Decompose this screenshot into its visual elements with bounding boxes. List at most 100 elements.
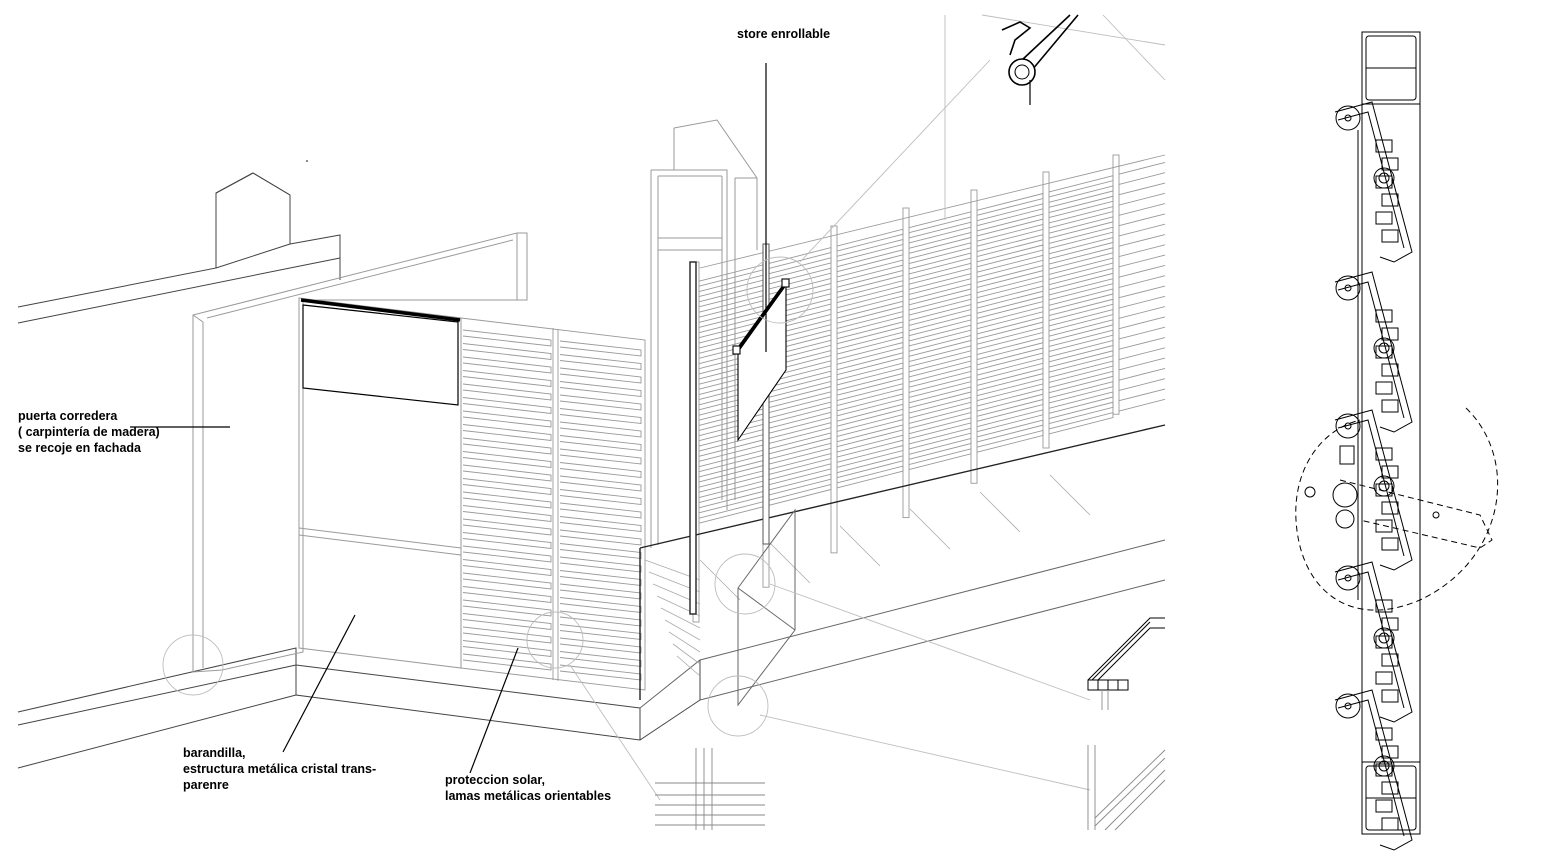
mechanism-pivot: [1432, 511, 1440, 519]
louvre-slat: [976, 295, 1044, 319]
louvre-slat: [1118, 378, 1166, 391]
louvre-slat: [462, 559, 552, 577]
louvre-slat: [1048, 381, 1114, 404]
louvre-slat: [768, 483, 832, 506]
louvre-slat: [908, 386, 972, 409]
mechanism-blade: [1334, 561, 1413, 723]
louvre-slat: [559, 664, 642, 681]
louvre-slat: [836, 331, 904, 355]
louvre-slat: [462, 505, 552, 523]
louvre-slat: [1118, 295, 1166, 309]
label-line: estructura metálica cristal trans-: [183, 762, 377, 776]
louvre-slat: [559, 475, 642, 492]
louvre-slat: [836, 393, 904, 417]
leader-lines: [130, 63, 767, 774]
louvre-slat: [559, 502, 642, 519]
mullion-detail: [655, 748, 765, 830]
label-line: proteccion solar,: [445, 773, 546, 787]
louvre-slat: [1118, 264, 1166, 278]
louvre-slat: [1118, 285, 1166, 299]
louvre-top-rail: [699, 154, 1166, 269]
louvre-slat: [1048, 205, 1114, 229]
louvre-slat: [1048, 226, 1114, 249]
louvre-slat: [836, 362, 904, 386]
roller-blind: [732, 278, 790, 442]
louvre-slat: [1048, 339, 1114, 363]
louvre-slat: [976, 254, 1044, 278]
mechanism-tooth: [1381, 363, 1399, 377]
deck-board: [839, 525, 881, 567]
mechanism-blade: [1337, 419, 1405, 557]
louvre-slat: [976, 234, 1044, 257]
deck-board: [699, 559, 741, 601]
louvre-slat: [836, 465, 904, 489]
louvre-slat: [1118, 172, 1166, 185]
deck-board: [979, 491, 1021, 533]
louvre-slat: [836, 352, 904, 376]
louvre-slat: [462, 397, 552, 415]
louvre-slat: [1118, 223, 1166, 237]
deck-board: [660, 607, 701, 629]
louvre-slat: [768, 257, 832, 280]
mechanism-tooth: [1381, 817, 1399, 831]
stray-mark: [306, 160, 308, 162]
louvre-slat: [908, 437, 972, 460]
mechanism-tooth: [1381, 327, 1399, 341]
louvre-post: [1112, 154, 1120, 415]
mechanism-tooth: [1381, 157, 1399, 171]
louvre-slat: [836, 434, 904, 458]
label-line: barandilla,: [183, 746, 246, 760]
mechanism-tooth: [1375, 727, 1393, 741]
mechanism-tooth: [1381, 689, 1399, 703]
louvre-post: [830, 225, 838, 554]
louvre-slat: [462, 329, 552, 347]
mechanism-tooth: [1381, 781, 1399, 795]
louvre-slat: [559, 610, 642, 627]
louvre-post: [902, 207, 910, 519]
louvre-slat: [1048, 350, 1114, 373]
louvre-slat: [462, 464, 552, 482]
louvre-slat: [462, 410, 552, 428]
mechanism-blade: [1334, 101, 1413, 263]
rail-section-detail: [1087, 617, 1165, 710]
louvre-slat: [976, 316, 1044, 340]
louvre-slat: [976, 409, 1044, 433]
louvre-slat: [908, 314, 972, 337]
louvre-slat: [462, 613, 552, 631]
open-railing-leaf: [737, 508, 796, 707]
louvre-slat: [908, 293, 972, 316]
mechanism-tooth: [1381, 229, 1399, 243]
louvre-slat: [559, 408, 642, 425]
louvre-slat: [559, 435, 642, 452]
louvre-slat: [768, 349, 832, 372]
louvre-slat: [1118, 275, 1166, 288]
louvre-slat: [462, 586, 552, 604]
louvre-slat: [559, 516, 642, 533]
mechanism-tooth: [1375, 799, 1393, 813]
louvre-slat: [976, 337, 1044, 360]
louvre-slat: [1118, 388, 1166, 402]
louvre-slat: [462, 545, 552, 563]
mechanism-tooth: [1375, 211, 1393, 225]
louvre-slat: [1048, 391, 1114, 414]
louvre-slat: [768, 411, 832, 434]
louvre-slat: [836, 290, 904, 314]
mechanism-tooth: [1375, 763, 1393, 777]
mechanism-rotated-blade: [1339, 479, 1493, 549]
louvre-slat: [908, 303, 972, 326]
label-puerta-corredera: puerta corredera ( carpintería de madera…: [18, 408, 160, 456]
roller-tube-detail: [1001, 14, 1079, 105]
louvre-slat: [559, 543, 642, 560]
mechanism-tooth: [1381, 193, 1399, 207]
mechanism-blade: [1334, 271, 1413, 433]
back-louvre-wall: [692, 154, 1166, 623]
louvre-slat: [836, 414, 904, 437]
mechanism-tooth: [1375, 447, 1393, 461]
louvre-slat: [1118, 203, 1166, 216]
louvre-slat: [1118, 213, 1166, 227]
mechanism-blade: [1337, 699, 1405, 837]
louvre-slat: [976, 378, 1044, 402]
louvre-slat: [976, 265, 1044, 288]
louvre-slat: [768, 380, 832, 403]
louvre-slat: [908, 211, 972, 234]
